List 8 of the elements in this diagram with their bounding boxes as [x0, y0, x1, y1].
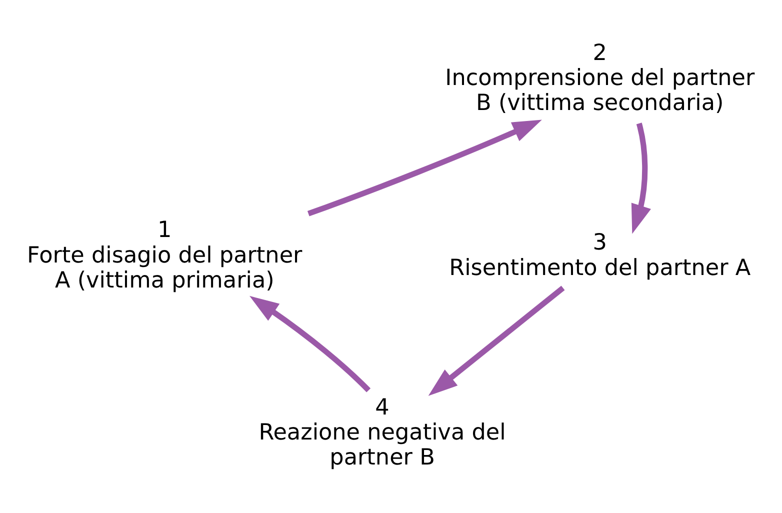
- node-text: 3 Risentimento del partner A: [449, 229, 751, 280]
- arrow: [428, 285, 565, 396]
- arrow: [631, 122, 651, 234]
- arrow: [250, 295, 371, 392]
- node-text: 4 Reazione negativa del partner B: [258, 394, 506, 470]
- arrow: [307, 119, 542, 216]
- node-text: 1 Forte disagio del partner A (vittima primaria): [27, 216, 302, 293]
- node-text: 2 Incomprensione del partner B (vittima secondaria): [445, 40, 755, 116]
